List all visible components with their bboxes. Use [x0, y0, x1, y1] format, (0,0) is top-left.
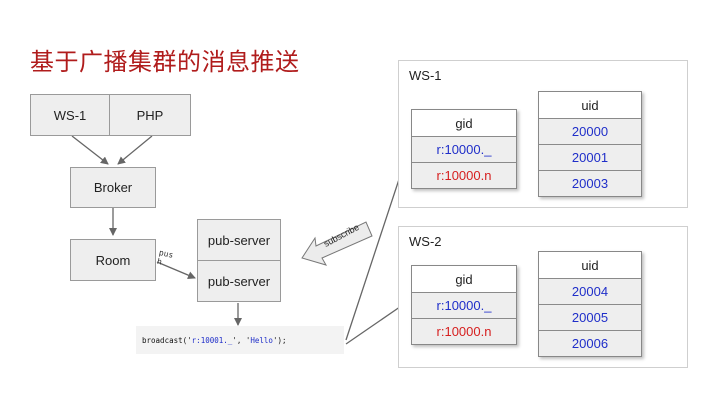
- uid-header: uid: [539, 252, 641, 278]
- uid-row: 20003: [539, 170, 641, 196]
- gid-row: r:10000.n: [412, 162, 516, 188]
- pub-server-box-1: pub-server: [197, 219, 281, 261]
- code-arg-message: Hello: [250, 335, 273, 345]
- uid-row: 20001: [539, 144, 641, 170]
- arrow-ws1-to-broker: [71, 135, 109, 165]
- uid-row: 20004: [539, 278, 641, 304]
- ws2-uid-table: uid 20004 20005 20006: [538, 251, 642, 357]
- code-suffix: ');: [272, 335, 287, 345]
- gid-row: r:10000._: [412, 292, 516, 318]
- code-arg-channel: r:10001._: [191, 335, 233, 345]
- pub-server-label-2: pub-server: [207, 273, 271, 289]
- broadcast-code: broadcast('r:10001._', 'Hello');: [136, 326, 344, 354]
- ws1-uid-table: uid 20000 20001 20003: [538, 91, 642, 197]
- php-label: PHP: [136, 107, 164, 123]
- broker-box: Broker: [70, 167, 156, 208]
- ws1-panel: WS-1 gid r:10000._ r:10000.n uid 20000 2…: [398, 60, 688, 208]
- code-prefix: broadcast(': [142, 335, 192, 345]
- broker-label: Broker: [93, 180, 133, 195]
- gid-header: gid: [412, 110, 516, 136]
- uid-header: uid: [539, 92, 641, 118]
- ws1-box: WS-1: [30, 94, 110, 136]
- ws1-panel-label: WS-1: [409, 68, 442, 83]
- uid-row: 20006: [539, 330, 641, 356]
- gid-row: r:10000.n: [412, 318, 516, 344]
- ws2-panel-label: WS-2: [409, 234, 442, 249]
- slide-title: 基于广播集群的消息推送: [30, 48, 300, 76]
- php-box: PHP: [109, 94, 191, 136]
- arrow-php-to-broker: [117, 135, 153, 165]
- uid-row: 20000: [539, 118, 641, 144]
- ws1-gid-table: gid r:10000._ r:10000.n: [411, 109, 517, 189]
- ws2-gid-table: gid r:10000._ r:10000.n: [411, 265, 517, 345]
- room-label: Room: [95, 252, 131, 268]
- uid-row: 20005: [539, 304, 641, 330]
- pub-server-box-2: pub-server: [197, 260, 281, 302]
- pub-server-label-1: pub-server: [207, 232, 271, 248]
- code-mid: ', ': [232, 335, 251, 345]
- room-box: Room: [70, 239, 156, 281]
- ws2-panel: WS-2 gid r:10000._ r:10000.n uid 20004 2…: [398, 226, 688, 368]
- gid-row: r:10000._: [412, 136, 516, 162]
- gid-header: gid: [412, 266, 516, 292]
- arrow-room-to-pubserver: [156, 261, 196, 279]
- ws1-label: WS-1: [53, 107, 87, 123]
- subscribe-block-arrow: [301, 221, 373, 266]
